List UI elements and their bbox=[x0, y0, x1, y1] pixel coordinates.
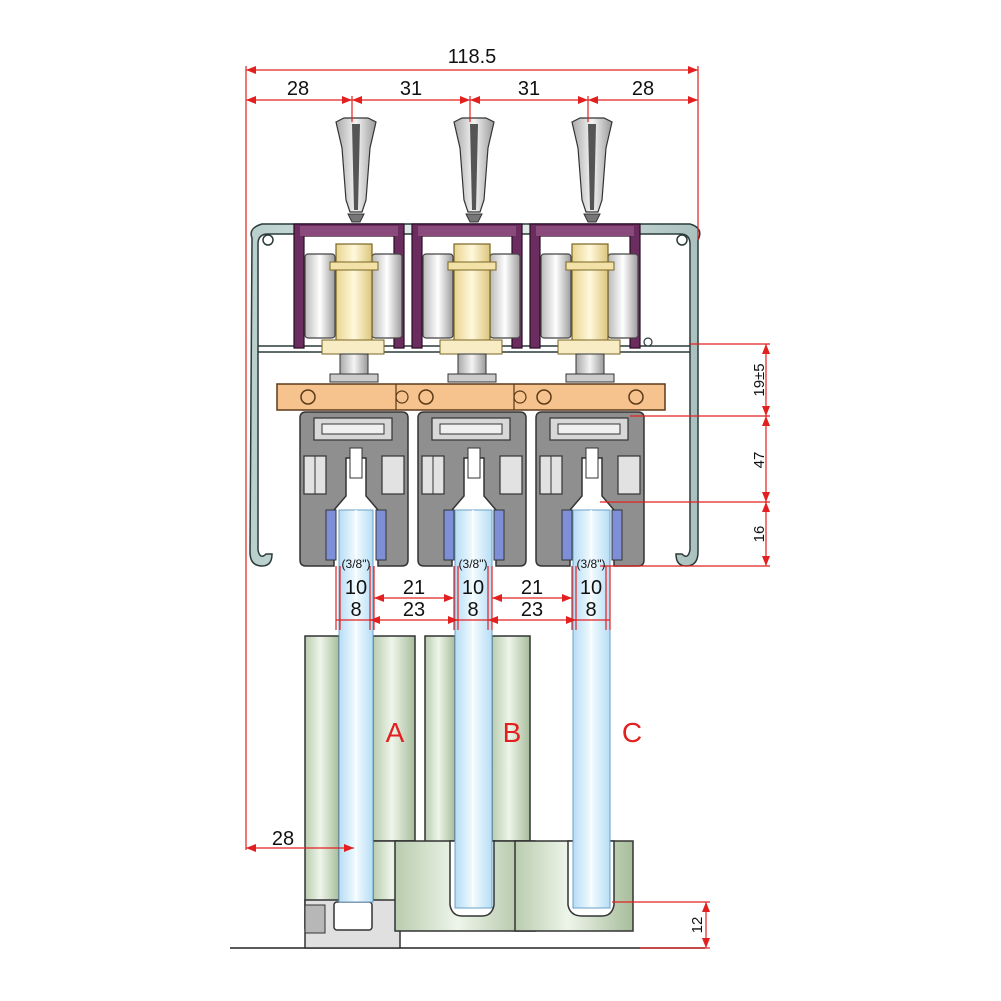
screw-anchor bbox=[571, 117, 613, 223]
glass-thickness-c: (3/8") bbox=[577, 557, 606, 571]
panel-label-b: B bbox=[503, 717, 522, 748]
door-panels bbox=[230, 509, 705, 949]
glass-thickness-a: (3/8") bbox=[342, 557, 371, 571]
gap-inner-ab: 23 bbox=[403, 599, 425, 621]
panel-labels: A B C bbox=[386, 717, 642, 748]
panel-label-a: A bbox=[386, 717, 405, 748]
glass-thickness-b: (3/8") bbox=[459, 557, 488, 571]
dimension-labels: 118.5 28 31 31 28 28 19±5 47 16 12 (3/8"… bbox=[272, 46, 768, 933]
dimension-arrows bbox=[246, 66, 770, 948]
dim-vertical-adjust: 19±5 bbox=[751, 363, 768, 396]
panel-label-c: C bbox=[622, 717, 642, 748]
dim-floor-clearance: 12 bbox=[689, 917, 706, 934]
dim-left-offset: 28 bbox=[272, 828, 294, 850]
gap-outer-bc: 21 bbox=[521, 577, 543, 599]
glass-outer-a: 10 bbox=[345, 577, 367, 599]
carriage-unit-left bbox=[293, 117, 405, 383]
glass-inner-c: 8 bbox=[585, 599, 596, 621]
mounting-bracket bbox=[276, 383, 666, 411]
dim-vertical-grip: 16 bbox=[751, 526, 768, 543]
dim-overall-width: 118.5 bbox=[448, 46, 497, 68]
glass-inner-a: 8 bbox=[350, 599, 361, 621]
dim-spacing-1: 28 bbox=[287, 78, 309, 100]
glass-outer-c: 10 bbox=[580, 577, 602, 599]
glass-clamp-b bbox=[417, 411, 527, 567]
screw-anchor bbox=[453, 117, 495, 223]
carriage-unit-right bbox=[529, 117, 641, 383]
dim-spacing-3: 31 bbox=[518, 78, 540, 100]
dim-vertical-clamp: 47 bbox=[751, 452, 768, 469]
dim-spacing-4: 28 bbox=[632, 78, 654, 100]
glass-outer-b: 10 bbox=[462, 577, 484, 599]
dim-spacing-2: 31 bbox=[400, 78, 422, 100]
glass-clamp-c bbox=[535, 411, 645, 567]
carriage-unit-center bbox=[411, 117, 523, 383]
gap-inner-bc: 23 bbox=[521, 599, 543, 621]
glass-clamp-a bbox=[299, 411, 409, 567]
screw-anchor bbox=[335, 117, 377, 223]
glass-inner-b: 8 bbox=[467, 599, 478, 621]
gap-outer-ab: 21 bbox=[403, 577, 425, 599]
